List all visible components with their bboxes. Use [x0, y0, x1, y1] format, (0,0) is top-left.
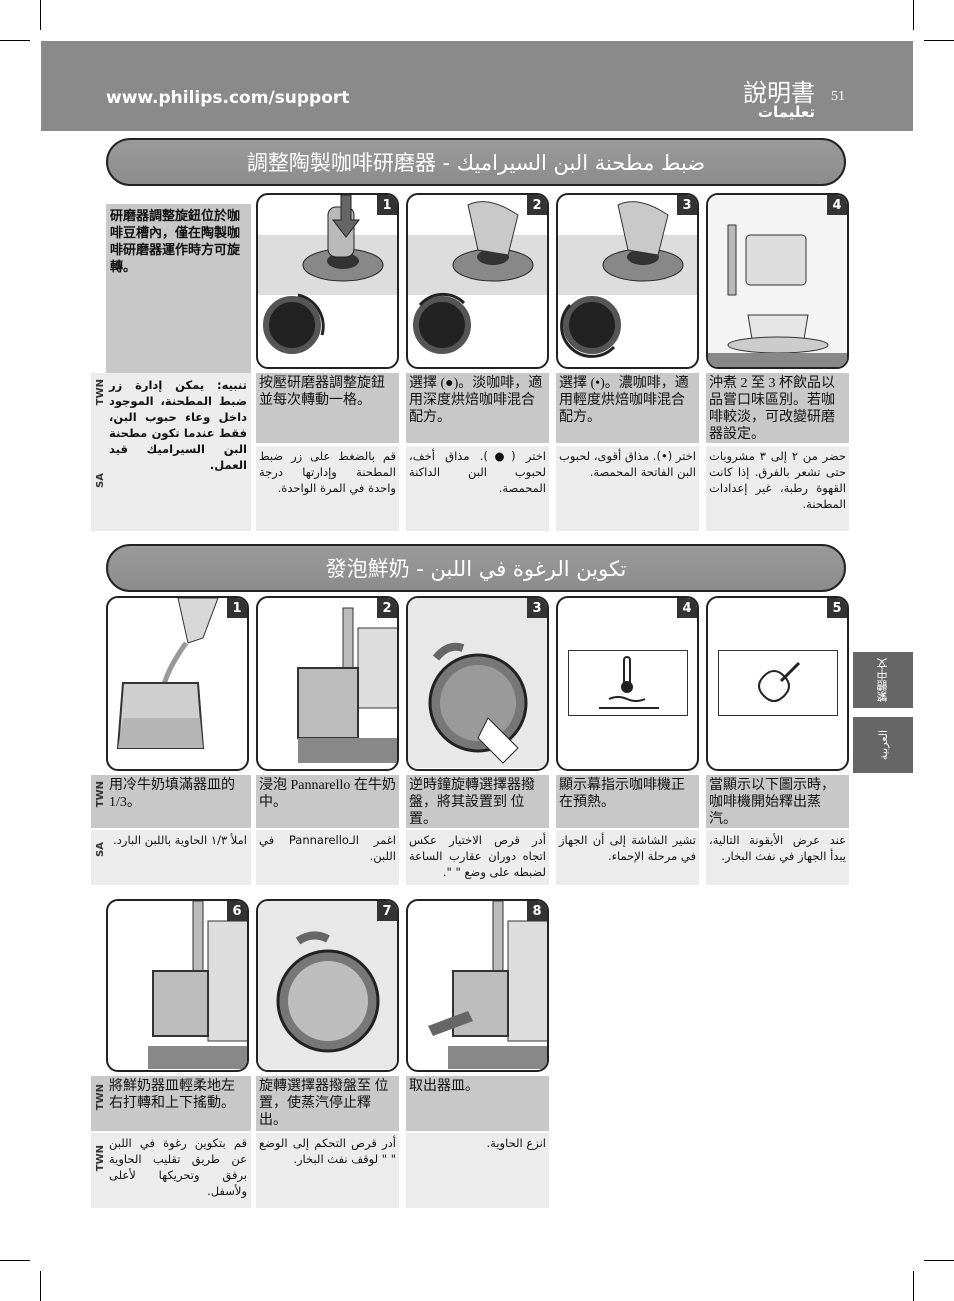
step-text-zh: 顯示幕指示咖啡機正在預熱。	[556, 775, 699, 828]
step-text-arabic-content: املأ ١/٣ الحاوية باللبن البارد.	[113, 833, 247, 847]
side-tab-label: العربية	[876, 729, 890, 761]
page-header: www.philips.com/support 說明書 تعليمات 51	[41, 41, 913, 131]
manual-title: 說明書	[743, 79, 815, 107]
step-text-arabic: انزع الحاوية.	[406, 1133, 549, 1208]
lang-tag: SA	[95, 473, 106, 488]
lang-tag: TWN	[95, 1145, 106, 1172]
step-text-zh: 按壓研磨器調整旋鈕並每次轉動一格。	[256, 373, 399, 443]
step-illustration: 7	[256, 899, 399, 1072]
step-text-zh: TWN 將鮮奶器皿輕柔地左右打轉和上下搖動。	[91, 1076, 251, 1131]
step-text-zh: 當顯示以下圖示時，咖啡機開始釋出蒸汽。	[706, 775, 849, 828]
grinder-note: 研磨器調整旋鈕位於咖啡豆槽內，僅在陶製咖啡研磨器運作時方可旋轉。	[106, 204, 251, 374]
crop-mark	[924, 1260, 954, 1261]
step-number: 5	[827, 598, 847, 618]
step-text-arabic: SA املأ ١/٣ الحاوية باللبن البارد.	[91, 830, 251, 885]
page-number: 51	[831, 89, 845, 104]
step-text-arabic: قم بالضغط على زر ضبط المطحنة وإدارتها در…	[256, 446, 399, 531]
remove-jug-illustration	[428, 901, 547, 1069]
step-text-zh-content: 將鮮奶器皿輕柔地左右打轉和上下搖動。	[109, 1079, 235, 1111]
step-illustration: 3	[406, 596, 549, 771]
grinder-knob-illustration	[258, 195, 397, 354]
step-text-zh: 選擇 (•)。濃咖啡，適用輕度烘焙咖啡混合配方。	[556, 373, 699, 443]
step-number: 3	[527, 598, 547, 618]
note-arabic-text: تنبيه: يمكن إدارة زر ضبط المطحنة، الموجو…	[109, 378, 247, 472]
immerse-pannarello-illustration	[297, 607, 397, 763]
step-illustration: 2	[256, 596, 399, 771]
step-illustration: 6	[106, 899, 249, 1072]
side-tab-chinese[interactable]: 繁體中文	[853, 652, 913, 708]
manual-title-arabic: تعليمات	[757, 103, 815, 121]
step-illustration: 2	[406, 193, 549, 369]
side-tab-arabic[interactable]: العربية	[853, 717, 913, 773]
crop-mark	[0, 40, 30, 41]
selector-dial-ccw-illustration	[408, 598, 547, 768]
step-illustration: 8	[406, 899, 549, 1072]
step-number: 3	[677, 195, 697, 215]
grinder-turn-illustration	[558, 201, 697, 358]
crop-mark	[913, 0, 914, 30]
crop-mark	[0, 1260, 30, 1261]
step-number: 7	[377, 901, 397, 921]
lang-tag: TWN	[95, 781, 106, 808]
step-illustration: 5	[706, 596, 849, 771]
froth-milk-illustration	[148, 901, 247, 1069]
step-text-arabic: تشير الشاشة إلى أن الجهاز في مرحلة الإحم…	[556, 830, 699, 885]
crop-mark	[913, 1271, 914, 1301]
pour-milk-illustration	[116, 598, 219, 749]
grinder-turn-illustration	[408, 201, 547, 354]
note-arabic: TWN SA تنبيه: يمكن إدارة زر ضبط المطحنة،…	[91, 373, 251, 531]
step-text-zh: 浸泡 Pannarello 在牛奶中。	[256, 775, 399, 828]
step-text-arabic: عند عرض الأيقونة التالية، يبدأ الجهاز في…	[706, 830, 849, 885]
step-text-arabic: أدر قرص الاختيار عكس اتجاه دوران عقارب ا…	[406, 830, 549, 885]
step-text-zh: 沖煮 2 至 3 杯飲品以品嘗口味區別。若咖啡較淡，可改變研磨器設定。	[706, 373, 849, 443]
step-text-zh: 取出器皿。	[406, 1076, 549, 1131]
step-text-arabic: اغمر الـPannarello في اللبن.	[256, 830, 399, 885]
step-illustration: 3	[556, 193, 699, 369]
step-number: 8	[527, 901, 547, 921]
step-number: 1	[227, 598, 247, 618]
step-illustration: 1	[256, 193, 399, 369]
step-number: 4	[677, 598, 697, 618]
step-text-zh-content: 用冷牛奶填滿器皿的 1/3。	[109, 778, 235, 810]
support-url: www.philips.com/support	[106, 88, 350, 108]
display-screen	[568, 650, 688, 716]
side-tab-label: 繁體中文	[876, 658, 889, 702]
step-illustration: 4	[556, 596, 699, 771]
coffee-dispense-illustration	[708, 195, 847, 367]
step-number: 4	[827, 195, 847, 215]
crop-mark	[40, 1271, 41, 1301]
lang-tag: TWN	[95, 379, 106, 406]
step-text-zh: TWN 用冷牛奶填滿器皿的 1/3。	[91, 775, 251, 828]
section-title-frothing: 發泡鮮奶 - تكوين الرغوة في اللبن	[106, 544, 846, 592]
crop-mark	[40, 0, 41, 30]
step-number: 2	[527, 195, 547, 215]
step-number: 6	[227, 901, 247, 921]
step-number: 2	[377, 598, 397, 618]
lang-tag: SA	[95, 842, 106, 857]
step-text-arabic: اختر (•). مذاق أقوى، لحبوب البن الفاتحة …	[556, 446, 699, 531]
step-text-arabic: TWN قم بتكوين رغوة في اللبن عن طريق تقلي…	[91, 1133, 251, 1208]
step-text-arabic-content: قم بتكوين رغوة في اللبن عن طريق تقليب ال…	[109, 1136, 247, 1198]
step-text-arabic: حضر من ٢ إلى ٣ مشروبات حتى تشعر بالفرق. …	[706, 446, 849, 531]
section-title-grinder: 調整陶製咖啡研磨器 - ضبط مطحنة البن السيراميك	[106, 138, 846, 186]
step-illustration: 4	[706, 193, 849, 369]
step-number: 1	[377, 195, 397, 215]
step-text-zh: 旋轉選擇器撥盤至 位置，使蒸汽停止釋出。	[256, 1076, 399, 1131]
step-illustration: 1	[106, 596, 249, 771]
step-text-arabic: أدر قرص التحكم إلى الوضع " " لوقف نفث ال…	[256, 1133, 399, 1208]
selector-dial-cw-illustration	[258, 901, 397, 1069]
steam-wand-icon	[758, 661, 801, 702]
crop-mark	[924, 40, 954, 41]
step-text-arabic: اختر (●). مذاق أخف، لحبوب البن الداكنة ا…	[406, 446, 549, 531]
display-screen	[718, 650, 838, 716]
step-text-zh: 選擇 (●)。淡咖啡，適用深度烘焙咖啡混合配方。	[406, 373, 549, 443]
thermometer-icon	[599, 656, 659, 709]
step-text-zh: 逆時鐘旋轉選擇器撥盤，將其設置到 位置。	[406, 775, 549, 828]
lang-tag: TWN	[95, 1084, 106, 1111]
